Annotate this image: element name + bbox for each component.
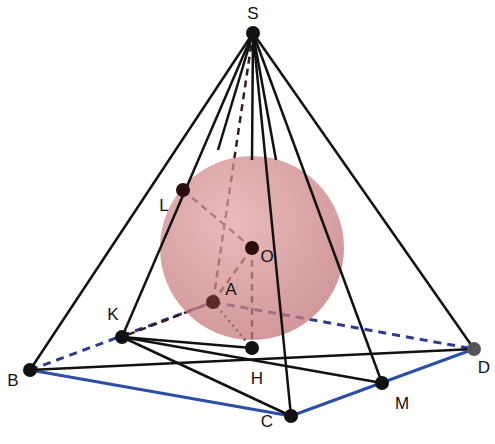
point-dot: [245, 341, 259, 355]
point-dot: [206, 295, 220, 309]
point-label: D: [478, 359, 490, 376]
point-dot: [246, 26, 260, 40]
segment-line: [122, 337, 252, 348]
point-label: K: [107, 306, 118, 323]
point-label: S: [247, 5, 258, 22]
segment-line: [122, 337, 291, 416]
base-edge: [30, 370, 291, 416]
lateral-edge: [253, 33, 291, 416]
lateral-edge: [253, 33, 474, 349]
segment-line: [253, 33, 276, 160]
point-dot: [115, 330, 129, 344]
apothem-line: [122, 33, 253, 337]
apothem-line: [253, 33, 382, 383]
point-label: C: [261, 413, 273, 430]
base-edge: [30, 302, 213, 370]
lateral-edge: [30, 33, 253, 370]
base-edge: [291, 349, 474, 416]
point-dot: [467, 342, 481, 356]
point-label: L: [159, 197, 168, 214]
point-label: M: [395, 395, 409, 412]
point-label: H: [251, 370, 263, 387]
point-label: O: [260, 248, 273, 265]
point-dot: [176, 183, 190, 197]
point-dot: [23, 363, 37, 377]
height-line: [252, 33, 253, 160]
point-label: A: [225, 281, 236, 298]
point-dot: [284, 409, 298, 423]
point-dot: [245, 241, 259, 255]
point-dot: [375, 376, 389, 390]
segment-line: [218, 33, 253, 150]
point-label: B: [7, 372, 18, 389]
